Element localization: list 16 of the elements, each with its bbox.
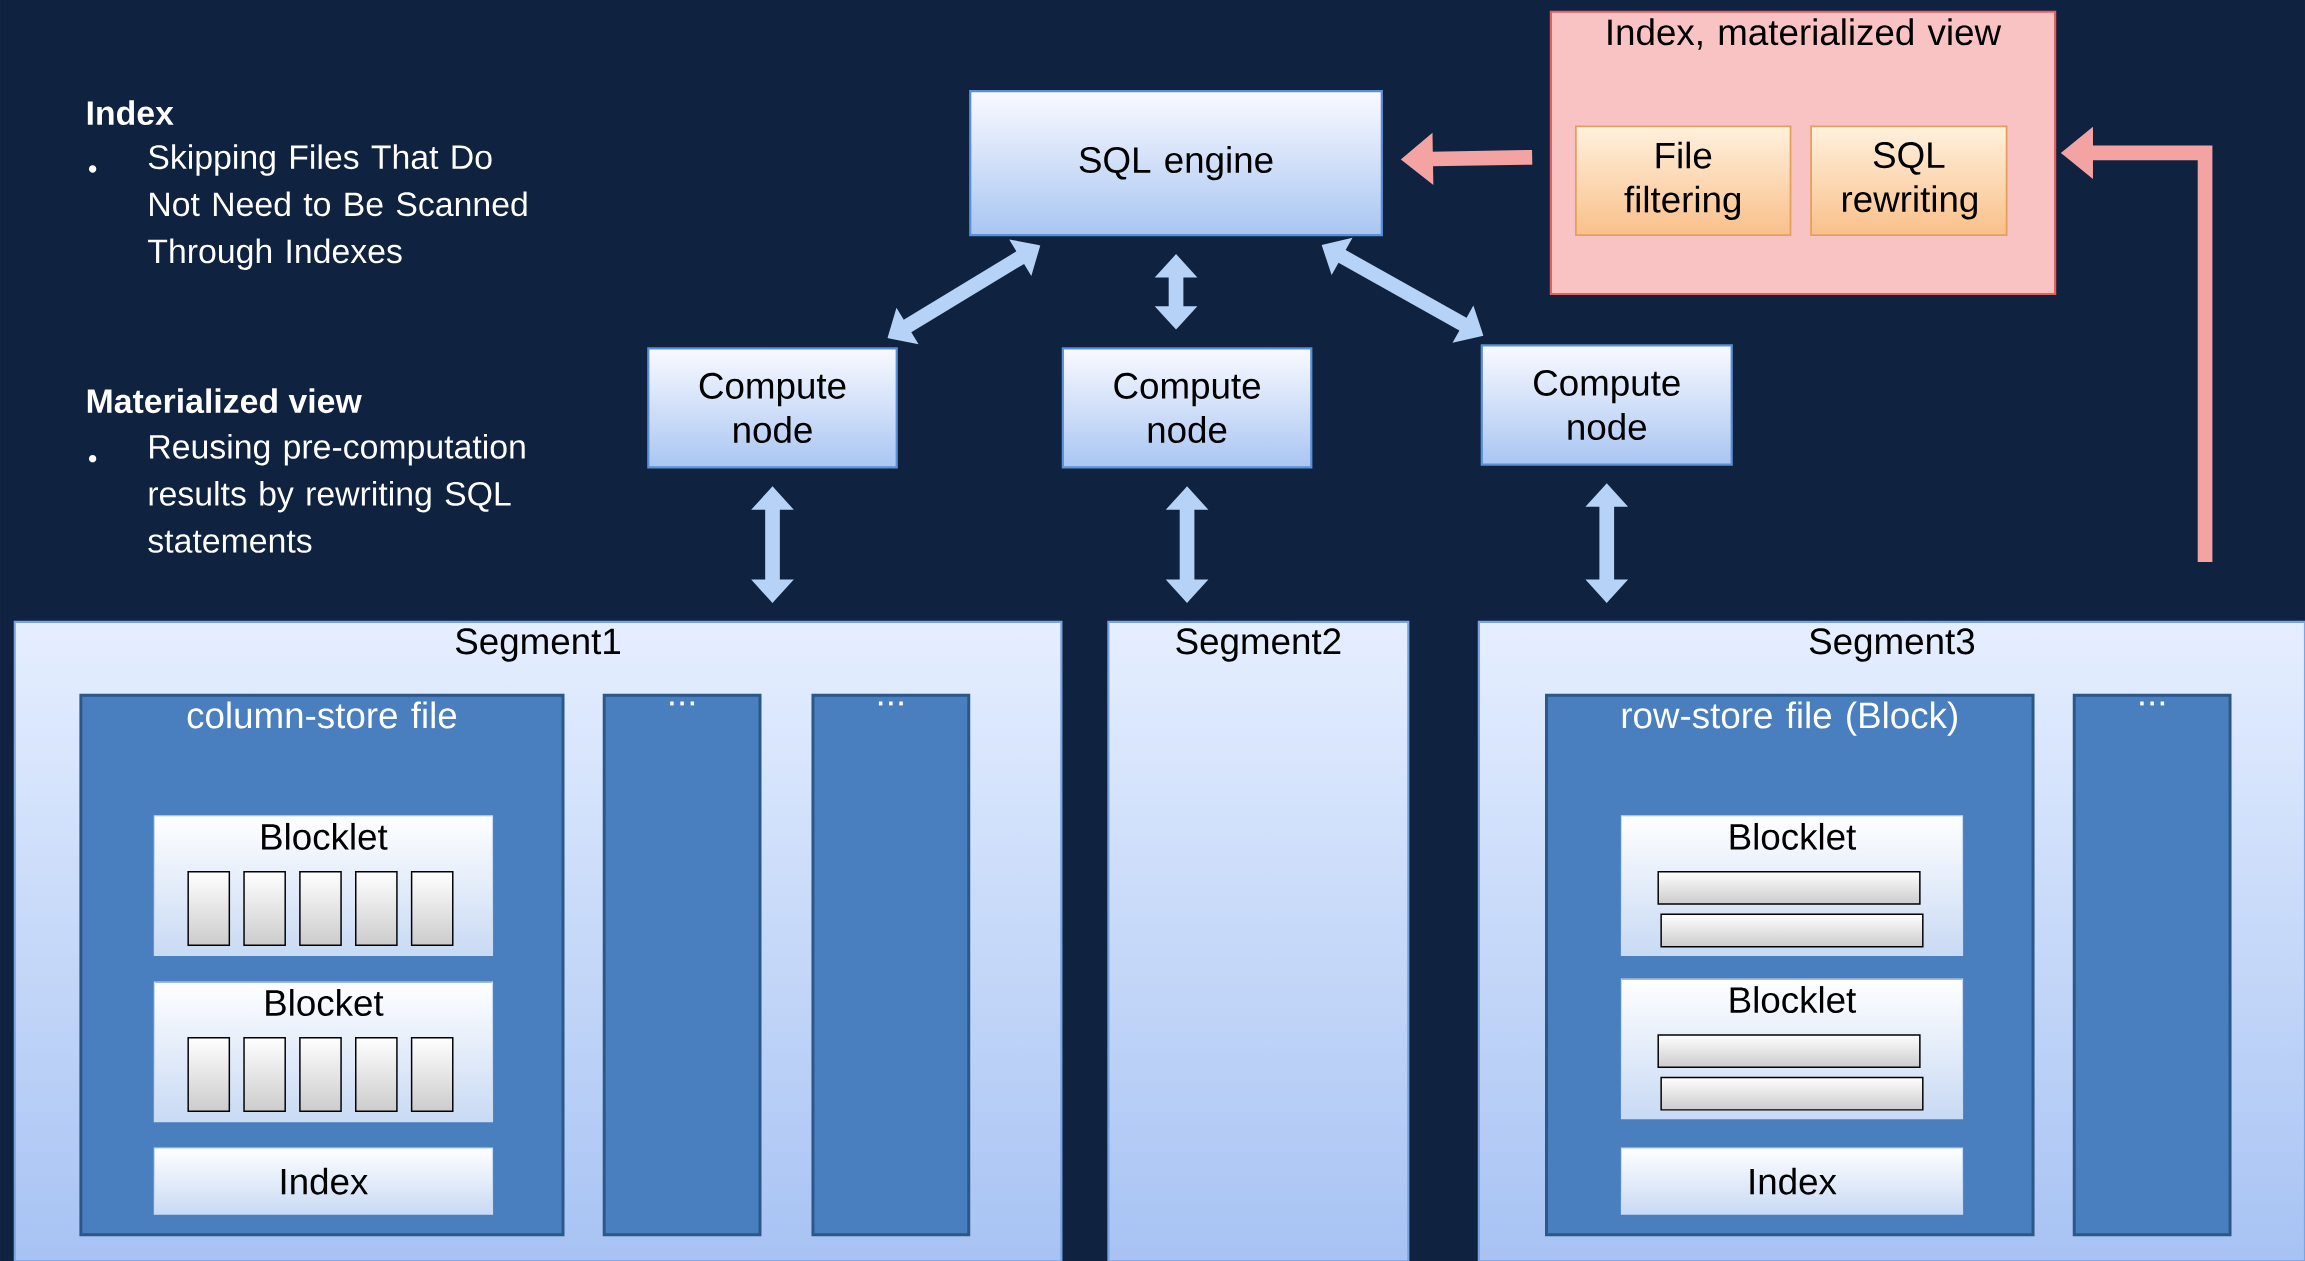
process-box: File filtering — [1575, 125, 1792, 236]
process-box: Compute node — [647, 347, 898, 469]
block-box: Index — [1620, 1147, 1964, 1215]
segment-panel: Segment2 — [1107, 620, 1410, 1261]
file-box: ... — [602, 693, 762, 1237]
process-box: Compute node — [1480, 344, 1733, 466]
bullet-text: Reusing pre-computation results by rewriting SQL statements — [148, 433, 525, 553]
file-box: ... — [811, 693, 971, 1237]
heading: Index — [87, 100, 174, 125]
process-box: Compute node — [1061, 347, 1313, 469]
process-box: SQL engine — [969, 89, 1383, 237]
bullet-text: Skipping Files That Do Not Need to Be Scanned Through Indexes — [148, 144, 527, 270]
file-box: ... — [2072, 693, 2232, 1237]
heading: Materialized view — [87, 388, 362, 414]
process-box: SQL rewriting — [1810, 125, 2008, 236]
block-box: Index — [153, 1147, 494, 1215]
